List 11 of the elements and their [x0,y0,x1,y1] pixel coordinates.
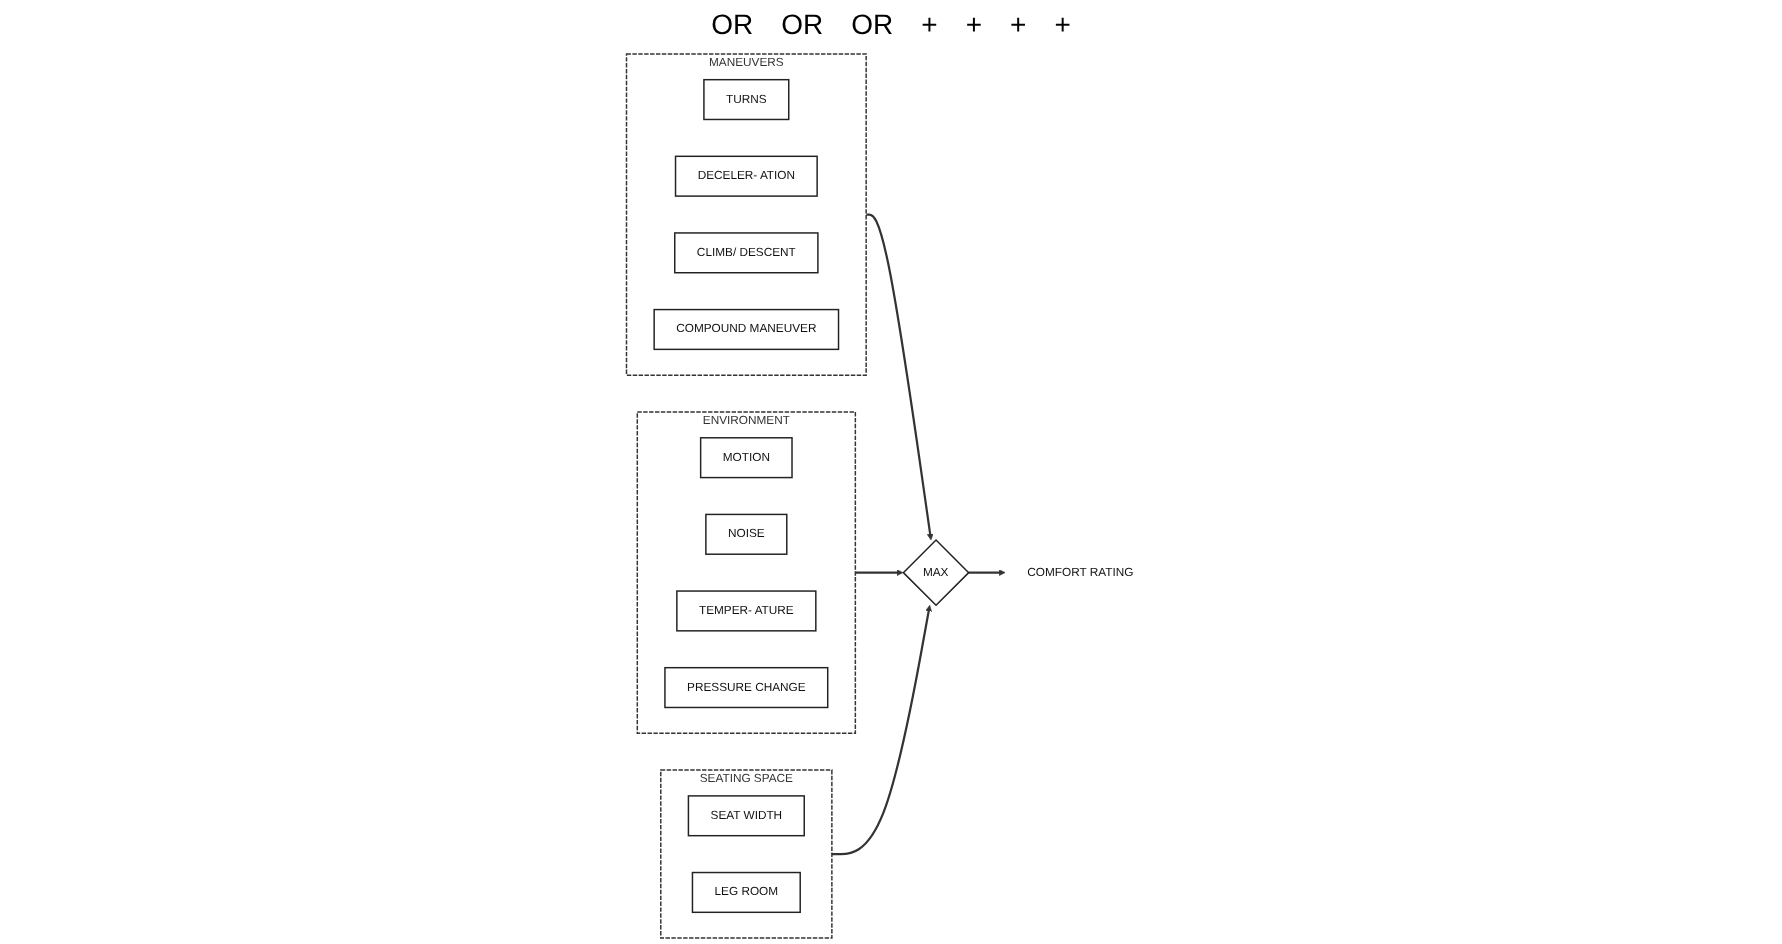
operator-text: OR [781,8,824,40]
arrow [855,569,904,576]
arrow [831,605,932,856]
arrow [968,569,1006,576]
operator-text: OR [851,8,894,40]
operator-text: + [921,8,938,40]
operator-text: + [1010,8,1027,40]
operator-text: + [1054,8,1071,40]
operator-text: + [965,8,982,40]
arrow [866,213,934,541]
operator-text: OR [711,8,754,40]
